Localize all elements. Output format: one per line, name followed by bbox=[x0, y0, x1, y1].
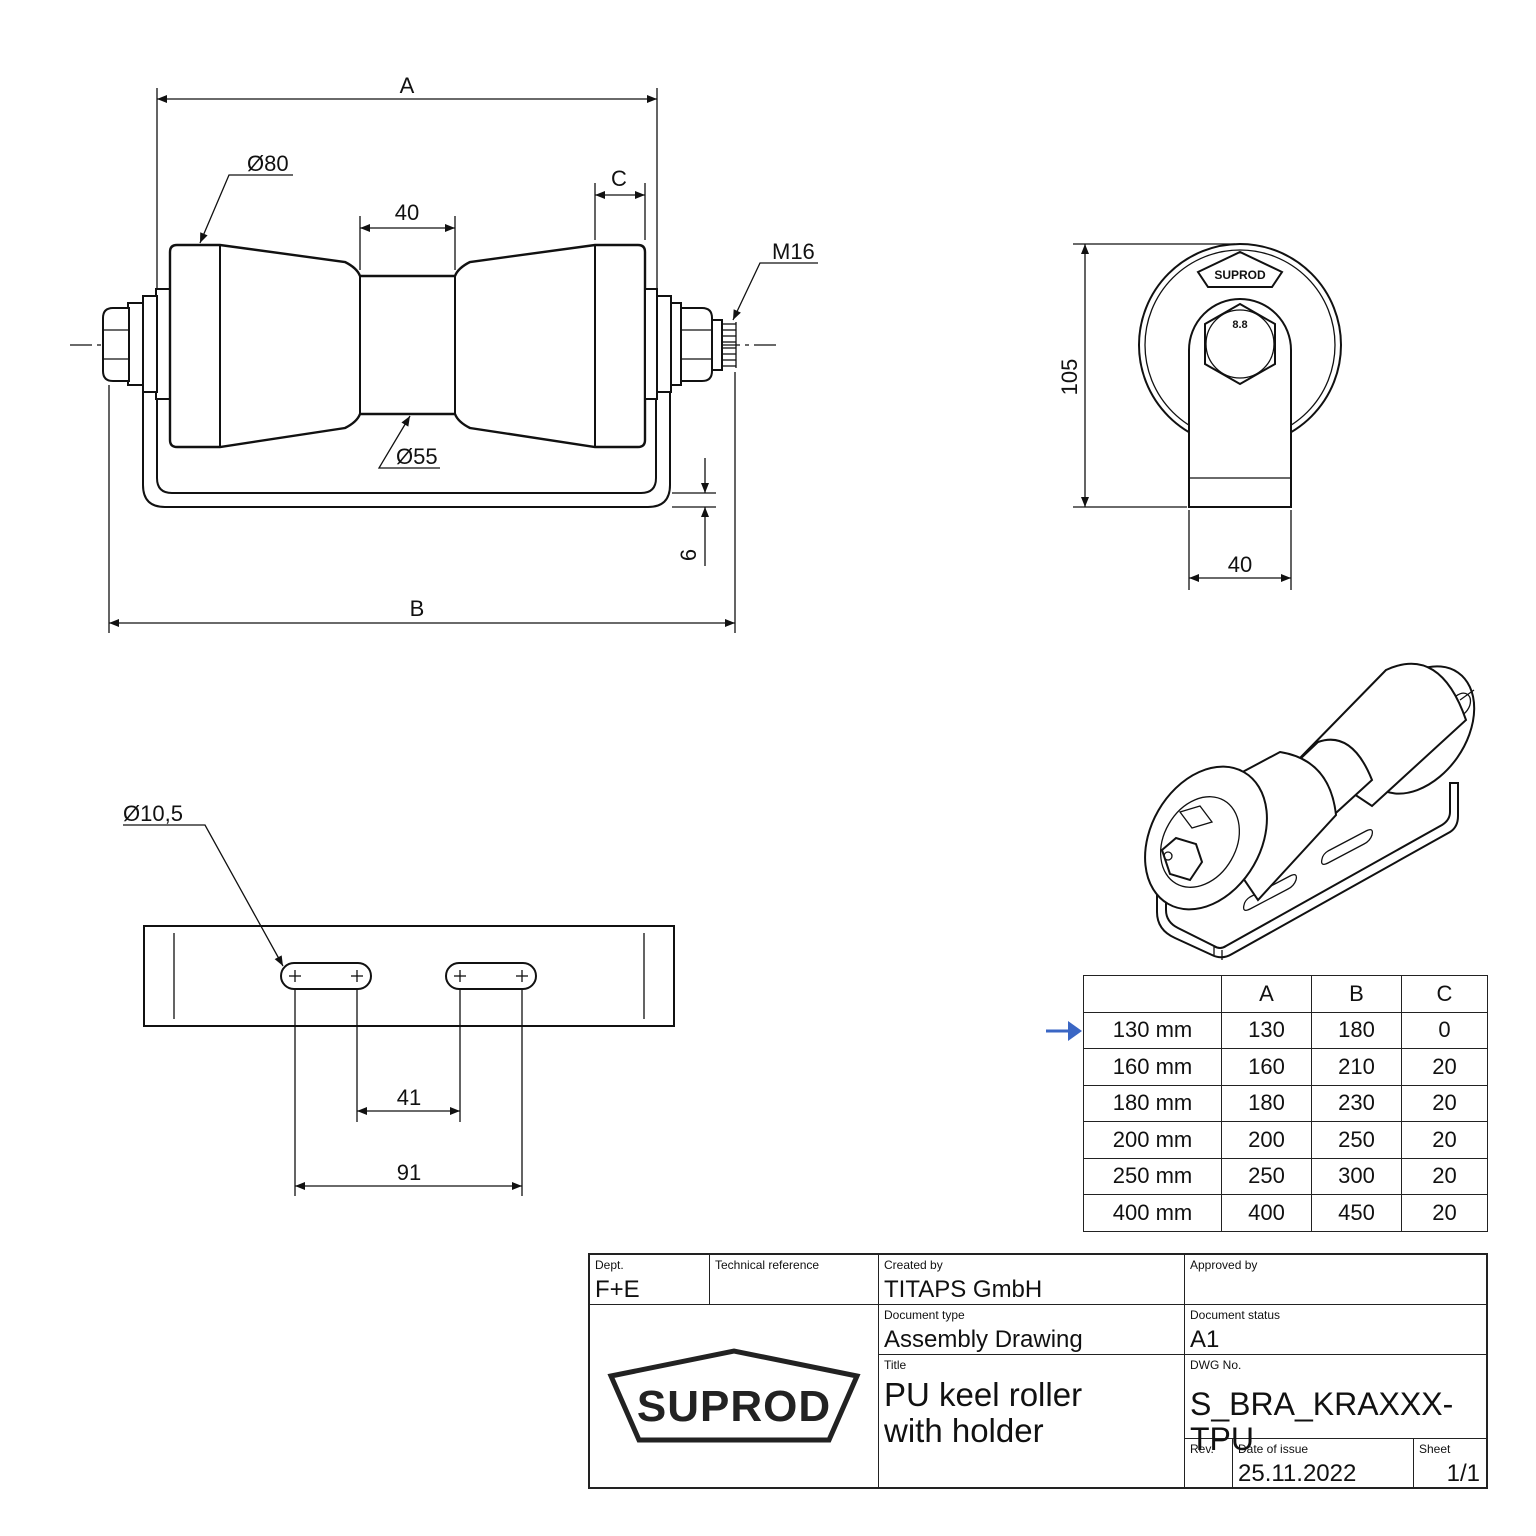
slot-right bbox=[445, 962, 537, 990]
side-logo-icon bbox=[1196, 250, 1284, 288]
hole-dia-label: Ø10,5 bbox=[123, 801, 183, 826]
table-cell: 180 bbox=[1221, 1084, 1312, 1122]
table-cell: 400 bbox=[1221, 1194, 1312, 1232]
table-cell: 200 bbox=[1221, 1121, 1312, 1159]
approved-by-cell: Approved by bbox=[1185, 1255, 1488, 1305]
date-cell: Date of issue 25.11.2022 bbox=[1233, 1439, 1414, 1489]
side-dim-40-label: 40 bbox=[1228, 552, 1252, 577]
dim-41-label: 41 bbox=[397, 1085, 421, 1110]
doc-status-cell: Document status A1 bbox=[1185, 1305, 1488, 1355]
dwg-no-value: S_BRA_KRAXXX-TPU bbox=[1190, 1386, 1454, 1457]
title-line-1: PU keel roller bbox=[884, 1376, 1083, 1413]
table-cell: 250 bbox=[1221, 1157, 1312, 1195]
doc-status-label: Document status bbox=[1190, 1308, 1281, 1322]
roller-body bbox=[168, 243, 647, 449]
table-cell: 20 bbox=[1401, 1121, 1488, 1159]
tech-ref-cell: Technical reference bbox=[710, 1255, 879, 1305]
logo-text: SUPROD bbox=[637, 1382, 831, 1431]
title-label: Title bbox=[884, 1358, 907, 1372]
logo-cell bbox=[590, 1305, 879, 1489]
base-view: 41 91 Ø10,5 bbox=[123, 801, 675, 1196]
table-cell: 230 bbox=[1311, 1084, 1402, 1122]
title-line-2: with holder bbox=[884, 1412, 1044, 1449]
dim-a-label: A bbox=[400, 73, 415, 98]
size-table: A B C 130 mm 130 180 0 160 mm 160 210 20… bbox=[1083, 975, 1488, 1232]
dept-cell: Dept. F+E bbox=[590, 1255, 710, 1305]
table-row: 400 mm 400 450 20 bbox=[1083, 1194, 1488, 1232]
slot-left bbox=[280, 962, 372, 990]
table-cell: 400 mm bbox=[1083, 1194, 1222, 1232]
dim-b-label: B bbox=[410, 596, 425, 621]
dim-91-label: 91 bbox=[397, 1160, 421, 1185]
created-by-value: TITAPS GmbH bbox=[884, 1276, 1043, 1303]
table-cell: 160 mm bbox=[1083, 1048, 1222, 1086]
table-row: 250 mm 250 300 20 bbox=[1083, 1157, 1488, 1195]
table-cell: 180 mm bbox=[1083, 1084, 1222, 1122]
table-row: 130 mm 130 180 0 bbox=[1083, 1011, 1488, 1049]
table-row: 200 mm 200 250 20 bbox=[1083, 1121, 1488, 1159]
dwg-no-label: DWG No. bbox=[1190, 1358, 1242, 1372]
table-row: 180 mm 180 230 20 bbox=[1083, 1084, 1488, 1122]
table-cell: 130 bbox=[1221, 1011, 1312, 1049]
doc-status-value: A1 bbox=[1190, 1326, 1220, 1353]
table-cell: 20 bbox=[1401, 1157, 1488, 1195]
table-cell: 20 bbox=[1401, 1048, 1488, 1086]
table-cell: 20 bbox=[1401, 1084, 1488, 1122]
table-header: A bbox=[1221, 975, 1312, 1013]
table-cell: 160 bbox=[1221, 1048, 1312, 1086]
created-by-label: Created by bbox=[884, 1258, 943, 1272]
thread-label: M16 bbox=[772, 239, 815, 264]
created-by-cell: Created by TITAPS GmbH bbox=[879, 1255, 1185, 1305]
bolt-grade-label: 8.8 bbox=[1232, 319, 1247, 331]
title-cell: Title PU keel roller with holder bbox=[879, 1355, 1185, 1489]
u-bracket bbox=[142, 295, 671, 508]
table-cell: 0 bbox=[1401, 1011, 1488, 1049]
table-cell: 300 bbox=[1311, 1157, 1402, 1195]
dim-6-label: 6 bbox=[676, 549, 701, 561]
table-header: B bbox=[1311, 975, 1402, 1013]
table-cell: 130 mm bbox=[1083, 1011, 1222, 1049]
dim-105-label: 105 bbox=[1057, 359, 1082, 396]
table-cell: 180 bbox=[1311, 1011, 1402, 1049]
title-block: Dept. F+E Technical reference Created by… bbox=[588, 1253, 1488, 1489]
side-view: 8.8 SUPROD 105 40 bbox=[1057, 243, 1342, 590]
side-logo-text: SUPROD bbox=[1214, 268, 1266, 282]
table-cell: 200 mm bbox=[1083, 1121, 1222, 1159]
sheet-value: 1/1 bbox=[1446, 1460, 1480, 1487]
selected-row-arrow-icon bbox=[1046, 1021, 1082, 1041]
dim-40-label: 40 bbox=[395, 200, 419, 225]
table-cell: 250 bbox=[1311, 1121, 1402, 1159]
table-row: 160 mm 160 210 20 bbox=[1083, 1048, 1488, 1086]
table-cell: 210 bbox=[1311, 1048, 1402, 1086]
dia-55-label: Ø55 bbox=[396, 444, 438, 469]
logo-badge-icon bbox=[607, 1348, 861, 1443]
table-header-row: A B C bbox=[1083, 975, 1488, 1013]
doc-type-cell: Document type Assembly Drawing bbox=[879, 1305, 1185, 1355]
doc-type-value: Assembly Drawing bbox=[884, 1326, 1083, 1353]
dwg-no-cell: DWG No. S_BRA_KRAXXX-TPU bbox=[1185, 1355, 1488, 1457]
table-cell: 20 bbox=[1401, 1194, 1488, 1232]
table-header bbox=[1083, 975, 1222, 1013]
table-header: C bbox=[1401, 975, 1488, 1013]
front-view: A C 40 Ø80 Ø55 M16 6 B bbox=[70, 73, 818, 633]
rev-cell: Rev. bbox=[1185, 1439, 1233, 1489]
date-label: Date of issue bbox=[1238, 1442, 1309, 1456]
dept-value: F+E bbox=[595, 1276, 640, 1303]
date-value: 25.11.2022 bbox=[1238, 1460, 1357, 1487]
tech-ref-label: Technical reference bbox=[715, 1258, 820, 1272]
dept-label: Dept. bbox=[595, 1258, 624, 1272]
approved-by-label: Approved by bbox=[1190, 1258, 1258, 1272]
sheet-label: Sheet bbox=[1419, 1442, 1451, 1456]
doc-type-label: Document type bbox=[884, 1308, 965, 1322]
table-cell: 450 bbox=[1311, 1194, 1402, 1232]
dia-80-label: Ø80 bbox=[247, 151, 289, 176]
rev-label: Rev. bbox=[1190, 1442, 1214, 1456]
sheet-cell: Sheet 1/1 bbox=[1414, 1439, 1488, 1489]
table-cell: 250 mm bbox=[1083, 1157, 1222, 1195]
suprod-logo: SUPROD bbox=[607, 1348, 861, 1443]
isometric-view bbox=[1144, 662, 1476, 960]
dim-c-label: C bbox=[611, 166, 627, 191]
